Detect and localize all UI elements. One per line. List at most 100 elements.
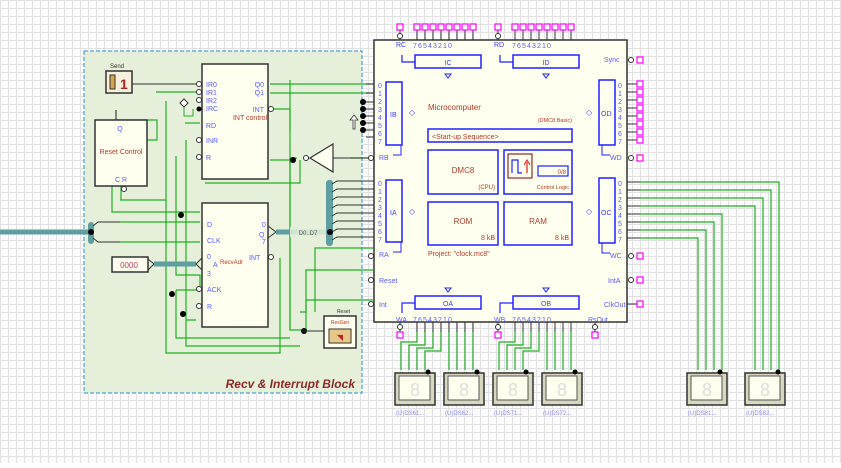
ram-size: 8 kB [555, 235, 569, 242]
wire [514, 332, 532, 370]
display-label: (U)DS72... [543, 411, 572, 417]
bit-label: 1 [618, 189, 622, 196]
cpu-label: (CPU) [478, 185, 495, 191]
io-pin [445, 23, 453, 31]
display-label: (U)DS62... [445, 411, 474, 417]
pin-wa: WA [396, 317, 407, 324]
inverted-pin-bubble [397, 324, 403, 330]
bit-label: 7 [378, 139, 382, 146]
bus-tap [331, 196, 366, 201]
ic-bits: 76543210 [413, 43, 453, 50]
recv-in-clk: CLK [207, 238, 221, 245]
reset-control-title: Reset Control [100, 149, 143, 156]
rom-block [427, 201, 499, 246]
seven-segment-display: 8(U)DS71... [492, 369, 534, 417]
recv-out-q: Q [259, 232, 265, 239]
io-pin [636, 136, 644, 144]
seven-segment-display: 8(U)DS82... [744, 369, 786, 417]
io-pin [636, 300, 644, 308]
bit-label: 0 [618, 181, 622, 188]
io-pin [636, 252, 644, 260]
bus-tap [331, 220, 366, 225]
bus-tap [331, 188, 366, 193]
io-pin [636, 128, 644, 136]
io-pin [636, 154, 644, 162]
pin-ra: RA [379, 252, 389, 259]
int-out-2: INT [253, 107, 265, 114]
inverted-pin-bubble [592, 324, 598, 330]
oa-bits: 76543210 [413, 317, 453, 324]
io-pin [437, 23, 445, 31]
inverter[interactable] [303, 142, 374, 174]
data-bus[interactable]: D0..D7 [276, 180, 333, 246]
digit-8-icon: 8 [508, 380, 518, 400]
wire [424, 332, 442, 370]
send-switch[interactable]: Send 1 [105, 64, 200, 94]
wire [640, 213, 723, 370]
inverted-pin-bubble [368, 301, 374, 307]
startup-sequence: <Start-up Sequence> [432, 134, 499, 141]
pin-rb: RB [379, 155, 389, 162]
address-constant[interactable]: 0000 [111, 256, 203, 273]
wire [522, 332, 540, 370]
io-pin [421, 23, 429, 31]
port-id [512, 54, 580, 69]
pin-rd: RD [494, 42, 504, 49]
io-pin [551, 23, 559, 31]
wire [640, 181, 780, 370]
pin-sync: Sync [604, 57, 620, 64]
inverted-pin-bubble [628, 57, 634, 63]
io-pin [591, 331, 599, 339]
io-pin [636, 96, 644, 104]
reset-control[interactable]: Q Reset Control C R [94, 110, 148, 192]
reset-control-q: Q [117, 126, 123, 133]
int-out-1: Q1 [255, 90, 264, 97]
inverted-pin-bubble [368, 253, 374, 259]
recv-adr[interactable]: D CLK 0 A 3 RecvAdr ACK R Q 0 7 INT [196, 202, 277, 328]
resgen-reset-label: Reset [337, 309, 351, 315]
recv-in-ack: ACK [207, 287, 222, 294]
bit-label: 2 [618, 99, 622, 106]
pin-rsout: RsOut [588, 317, 608, 324]
bus-tap [331, 228, 366, 233]
io-pin [461, 23, 469, 31]
io-pin [396, 331, 404, 339]
junction-dot [572, 369, 578, 375]
display-screen [690, 375, 723, 401]
int-control-input-bubbles [196, 81, 202, 160]
seven-segment-displays: 8(U)DS61...8(U)DS62...8(U)DS71...8(U)DS7… [394, 369, 786, 417]
resgen[interactable]: Reset ResGen ◥ [304, 309, 357, 349]
ram-label: RAM [529, 217, 547, 226]
port-ob-label: OB [541, 301, 551, 308]
input-bus[interactable] [0, 221, 120, 244]
junction-dot [775, 369, 781, 375]
io-pin [396, 23, 404, 31]
bit-label: 4 [618, 213, 622, 220]
inverted-pin-bubble [368, 277, 374, 283]
io-pin [519, 23, 527, 31]
bit-label: 6 [618, 131, 622, 138]
pin-inta: IntA [608, 278, 621, 285]
port-ia-label: IA [390, 210, 397, 217]
int-control[interactable]: IR0 IR1 IR2 IRC RD INR R INT control Q0 … [179, 63, 291, 330]
port-ib-label: IB [390, 112, 397, 119]
resgen-title: ResGen [331, 320, 350, 326]
junction-dot [523, 369, 529, 375]
bit-label: 5 [618, 123, 622, 130]
microcomputer[interactable]: RC 76543210 RD 76543210 IC ID Sync IB RB… [373, 39, 628, 324]
display-screen [545, 375, 578, 401]
oc-arrow-icon: ◇ [586, 207, 593, 216]
io-pin [636, 88, 644, 96]
junction-dot [425, 369, 431, 375]
resgen-button-icon[interactable]: ◥ [337, 333, 344, 342]
bit-label: 4 [378, 115, 382, 122]
io-pin [636, 120, 644, 128]
address-constant-value: 0000 [120, 261, 138, 270]
wire [416, 332, 434, 370]
rom-size: 8 kB [481, 235, 495, 242]
io-pin [494, 331, 502, 339]
display-screen [447, 375, 480, 401]
